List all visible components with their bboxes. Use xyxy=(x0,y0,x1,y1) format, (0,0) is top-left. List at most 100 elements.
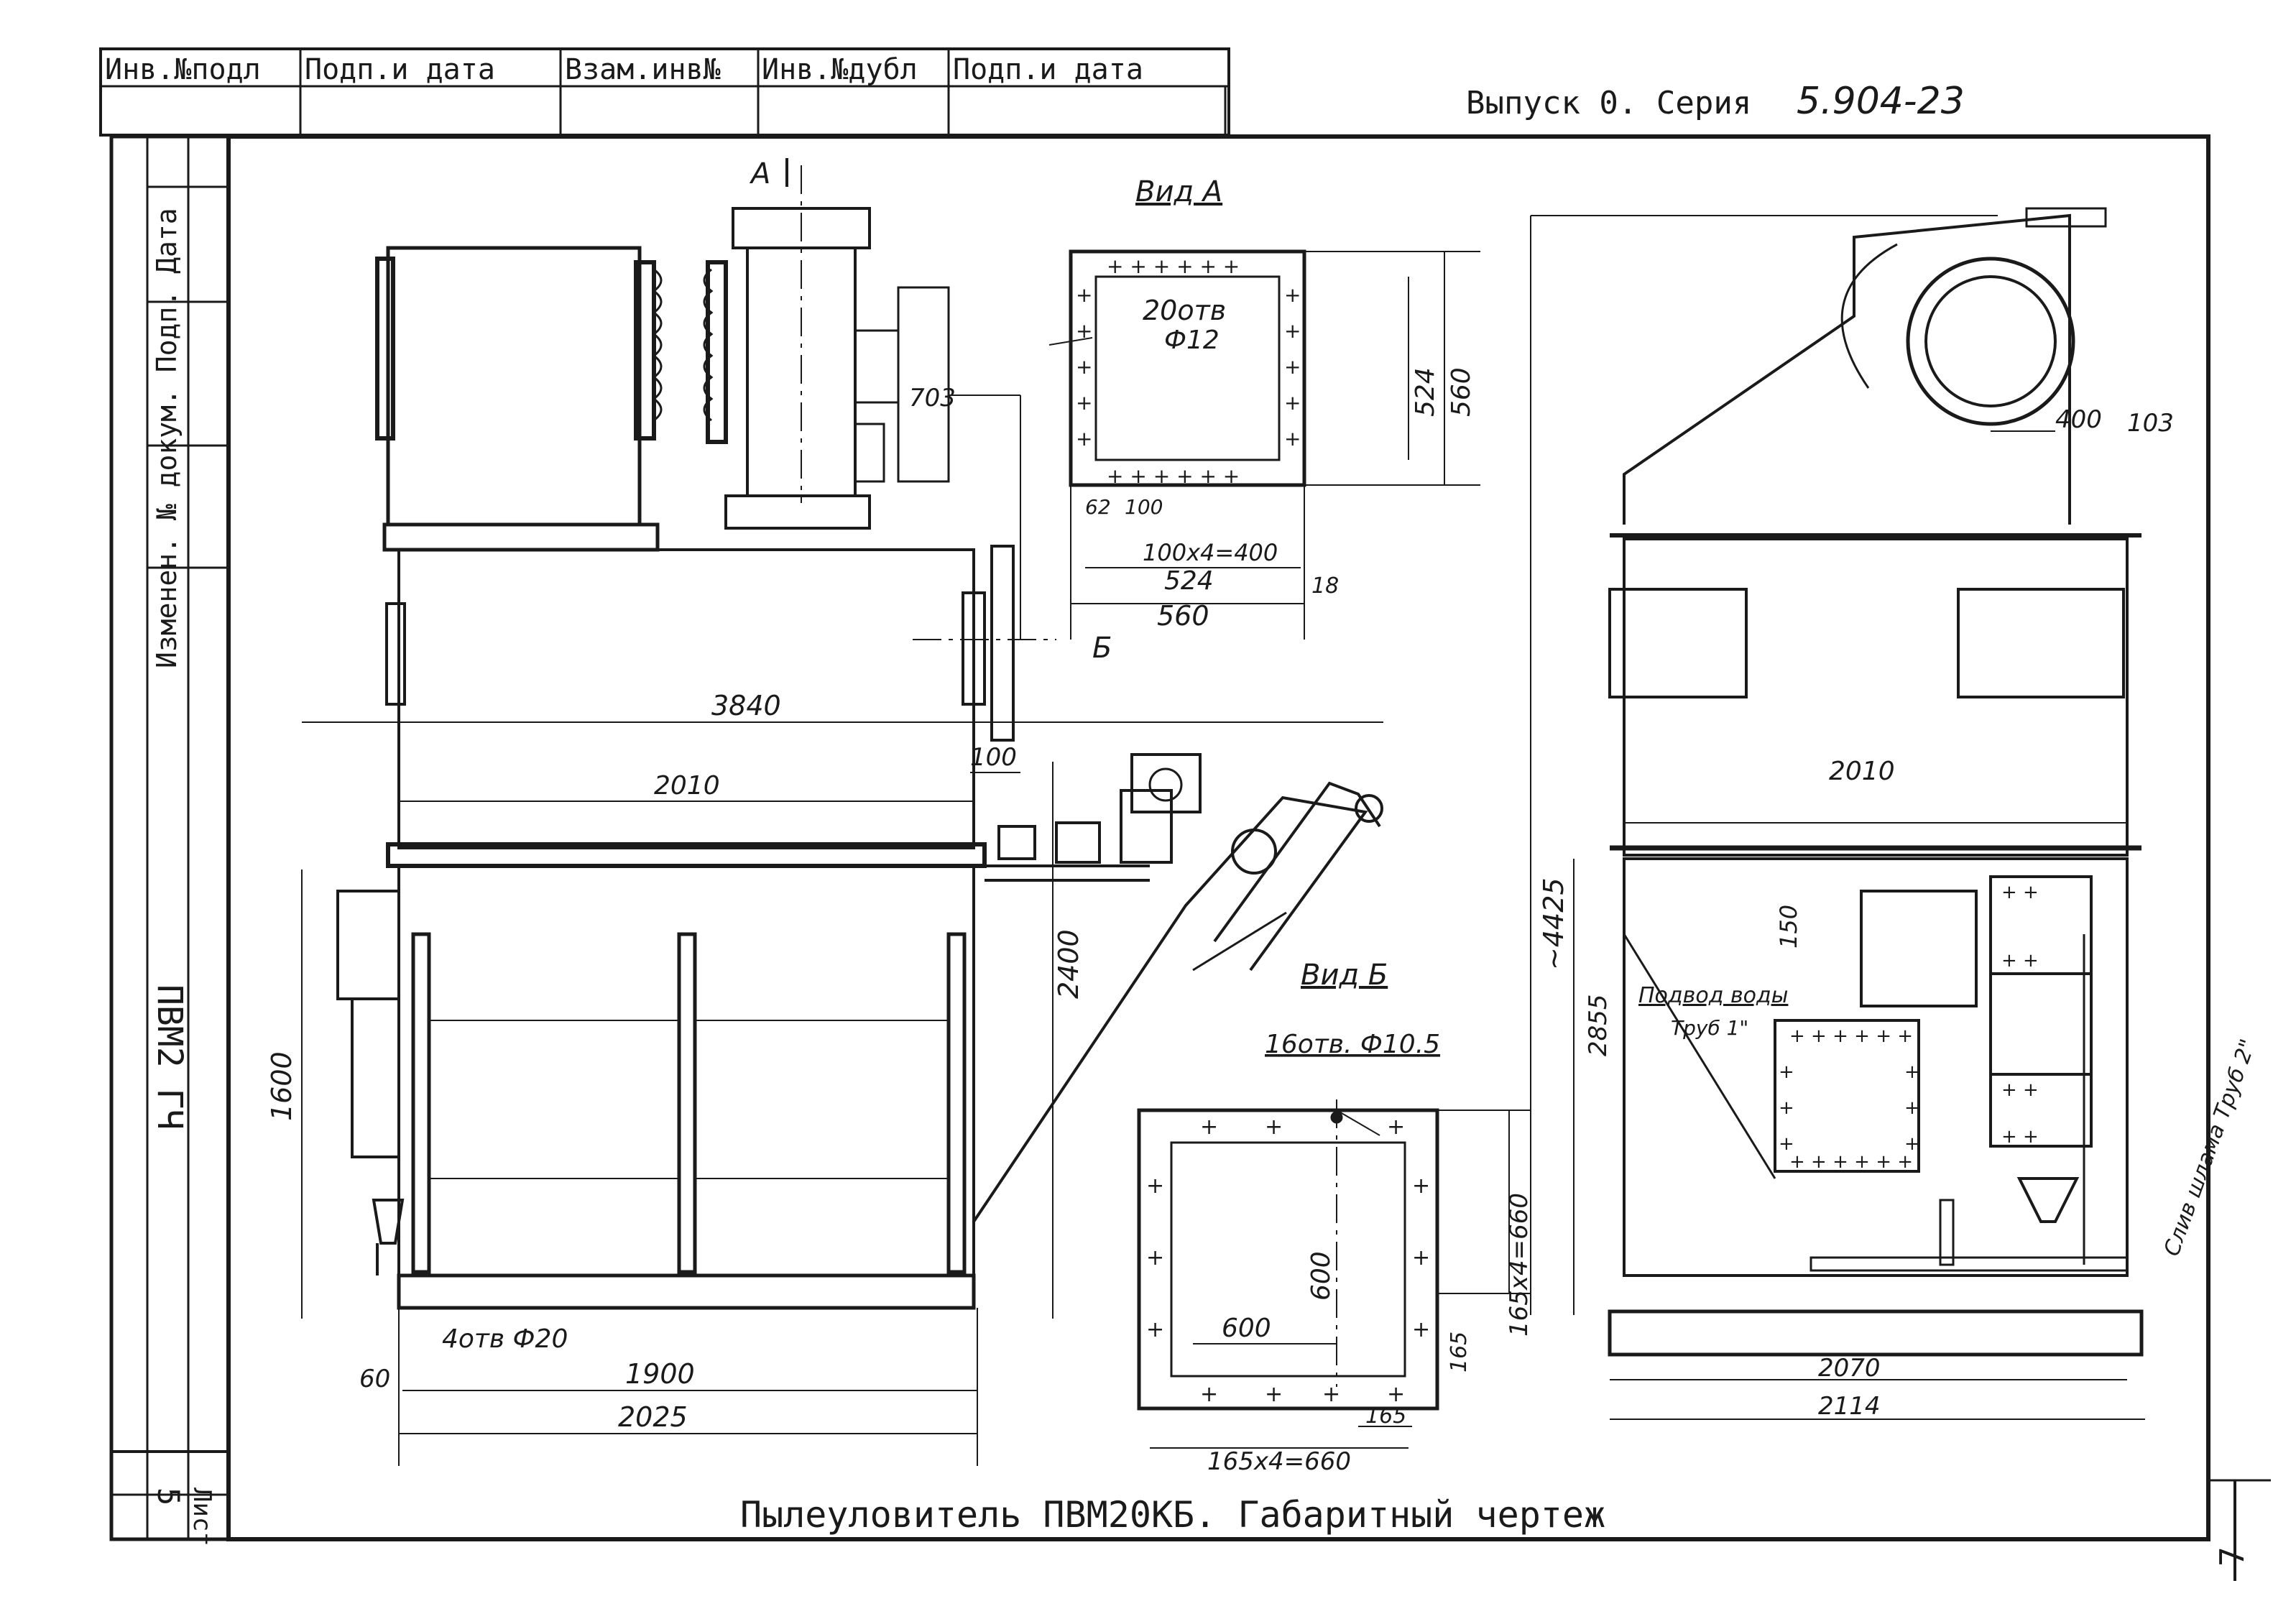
dim-100: 100 xyxy=(970,743,1017,772)
side-dim-2114: 2114 xyxy=(1818,1392,1881,1421)
side-sheet-number: 5 xyxy=(151,1487,186,1505)
header-cell-sign-date-1: Подп.и дата xyxy=(305,53,495,86)
svg-text:+: + xyxy=(1904,1097,1920,1119)
drawing-title: Пылеуловитель ПВМ20КБ. Габаритный чертеж xyxy=(740,1494,1605,1536)
view-a-label: Вид А xyxy=(1135,175,1222,208)
side-changes-label: Изменен. № докум. Подп. Дата xyxy=(151,208,183,668)
view-a xyxy=(1048,249,1480,640)
view-a-dim-560-v: 560 xyxy=(1447,367,1476,417)
page-number: 7 xyxy=(2213,1546,2251,1567)
side-sheet-label: Лист xyxy=(188,1487,216,1546)
side-dim-2010: 2010 xyxy=(1829,757,1895,786)
svg-text:+: + xyxy=(1265,1382,1283,1407)
svg-text:+: + xyxy=(1412,1245,1430,1270)
dim-front-2010: 2010 xyxy=(654,771,720,801)
view-b-dim-165-h: 165 xyxy=(1365,1403,1406,1429)
view-a-dim-560-h: 560 xyxy=(1157,600,1209,632)
svg-text:+: + xyxy=(1076,283,1092,307)
view-b-dim-165-v: 165 xyxy=(1447,1332,1472,1373)
header-cell-inv-dubl: Инв.№дубл xyxy=(762,53,918,86)
svg-text:+ + + + + +: + + + + + + xyxy=(1789,1151,1913,1173)
view-b xyxy=(1137,1099,1531,1449)
side-dim-2070: 2070 xyxy=(1818,1354,1881,1383)
view-b-bolt-holes: + + + + + + + + + + + + + xyxy=(1146,1115,1430,1407)
note-water-pipe: Труб 1" xyxy=(1671,1016,1748,1040)
dim-60: 60 xyxy=(359,1365,390,1393)
svg-text:+: + xyxy=(1146,1173,1164,1199)
dim-3840: 3840 xyxy=(711,690,781,721)
side-dim-400: 400 xyxy=(2055,405,2102,434)
side-view-bolts: + + + + + + + + + + + + +++ +++ + ++ + +… xyxy=(1779,882,2039,1173)
svg-text:+ + + + + +: + + + + + + xyxy=(1107,254,1240,278)
side-doc-code: ПВМ2 ГЧ xyxy=(149,984,190,1130)
series-label: Выпуск 0. Серия xyxy=(1466,85,1751,121)
dim-703: 703 xyxy=(909,384,956,412)
note-water-inlet: Подвод воды xyxy=(1638,983,1788,1008)
dim-2400: 2400 xyxy=(1053,929,1084,999)
svg-text:+: + xyxy=(1779,1133,1794,1155)
dim-1600: 1600 xyxy=(266,1051,298,1121)
view-b-dim-600-v: 600 xyxy=(1306,1251,1336,1301)
series-number: 5.904-23 xyxy=(1797,80,1965,123)
front-view xyxy=(301,158,1383,1466)
svg-text:+: + xyxy=(1284,319,1301,343)
svg-text:+: + xyxy=(1284,391,1301,415)
svg-text:+: + xyxy=(1146,1245,1164,1270)
svg-text:+: + xyxy=(1200,1382,1218,1407)
view-a-hole-dia: Ф12 xyxy=(1164,326,1220,355)
side-dim-2855: 2855 xyxy=(1584,994,1613,1056)
dim-1900: 1900 xyxy=(625,1358,695,1390)
svg-text:+ +: + + xyxy=(2001,1126,2039,1148)
view-b-dim-pitch-v: 165х4=660 xyxy=(1505,1193,1534,1337)
header-table: Инв.№подл Подп.и дата Взам.инв№ Инв.№дуб… xyxy=(99,47,1230,137)
svg-text:+: + xyxy=(1412,1173,1430,1199)
view-a-dim-pitch: 100х4=400 xyxy=(1143,539,1278,566)
svg-text:+: + xyxy=(1076,355,1092,379)
svg-text:+ + + + + +: + + + + + + xyxy=(1789,1025,1913,1047)
view-b-label: Вид Б xyxy=(1301,959,1388,992)
view-a-holes: 20отв xyxy=(1143,295,1226,326)
view-a-dim-100: 100 xyxy=(1125,495,1163,519)
side-dim-103: 103 xyxy=(2127,409,2174,438)
view-b-dim-600-h: 600 xyxy=(1222,1314,1271,1343)
header-cell-inv-podl: Инв.№подл xyxy=(105,53,261,86)
svg-text:+: + xyxy=(1076,427,1092,451)
svg-text:+: + xyxy=(1146,1317,1164,1342)
dim-holes-20: 4отв Ф20 xyxy=(442,1324,568,1354)
view-b-dim-pitch-h: 165х4=660 xyxy=(1207,1447,1351,1476)
svg-text:+: + xyxy=(1387,1382,1405,1407)
header-cell-sign-date-2: Подп.и дата xyxy=(953,53,1143,86)
side-view xyxy=(1530,207,2145,1420)
view-b-holes: 16отв. Ф10.5 xyxy=(1265,1030,1440,1059)
svg-text:+ + + + + +: + + + + + + xyxy=(1107,464,1240,488)
view-b-arrow-mark: Б xyxy=(1092,632,1112,665)
svg-text:+ +: + + xyxy=(2001,1079,2039,1101)
svg-text:+: + xyxy=(1779,1097,1794,1119)
side-dim-4425: ~4425 xyxy=(1538,877,1569,970)
svg-text:+ +: + + xyxy=(2001,882,2039,903)
svg-text:+: + xyxy=(1387,1115,1405,1140)
side-dim-150: 150 xyxy=(1775,905,1802,949)
svg-text:+: + xyxy=(1200,1115,1218,1140)
view-a-arrow-mark: А xyxy=(749,157,770,190)
svg-text:+: + xyxy=(1284,355,1301,379)
view-a-dim-524-v: 524 xyxy=(1411,367,1440,417)
header-cell-vzam-inv: Взам.инв№ xyxy=(565,53,721,86)
svg-text:+: + xyxy=(1779,1061,1794,1083)
svg-text:+ +: + + xyxy=(2001,950,2039,972)
svg-text:+: + xyxy=(1284,427,1301,451)
svg-text:+: + xyxy=(1265,1115,1283,1140)
svg-text:+: + xyxy=(1904,1133,1920,1155)
svg-text:+: + xyxy=(1412,1317,1430,1342)
svg-text:+: + xyxy=(1322,1382,1340,1407)
dim-2025: 2025 xyxy=(618,1401,688,1433)
svg-text:+: + xyxy=(1076,319,1092,343)
svg-text:+: + xyxy=(1284,283,1301,307)
view-a-bolt-holes: + + + + + + + + + + + + + + + + + + + + + + xyxy=(1076,254,1301,488)
view-a-dim-62: 62 xyxy=(1085,495,1111,519)
svg-text:+: + xyxy=(1904,1061,1920,1083)
view-a-dim-524-h: 524 xyxy=(1164,566,1214,596)
view-a-dim-18: 18 xyxy=(1311,573,1339,599)
svg-text:+: + xyxy=(1076,391,1092,415)
